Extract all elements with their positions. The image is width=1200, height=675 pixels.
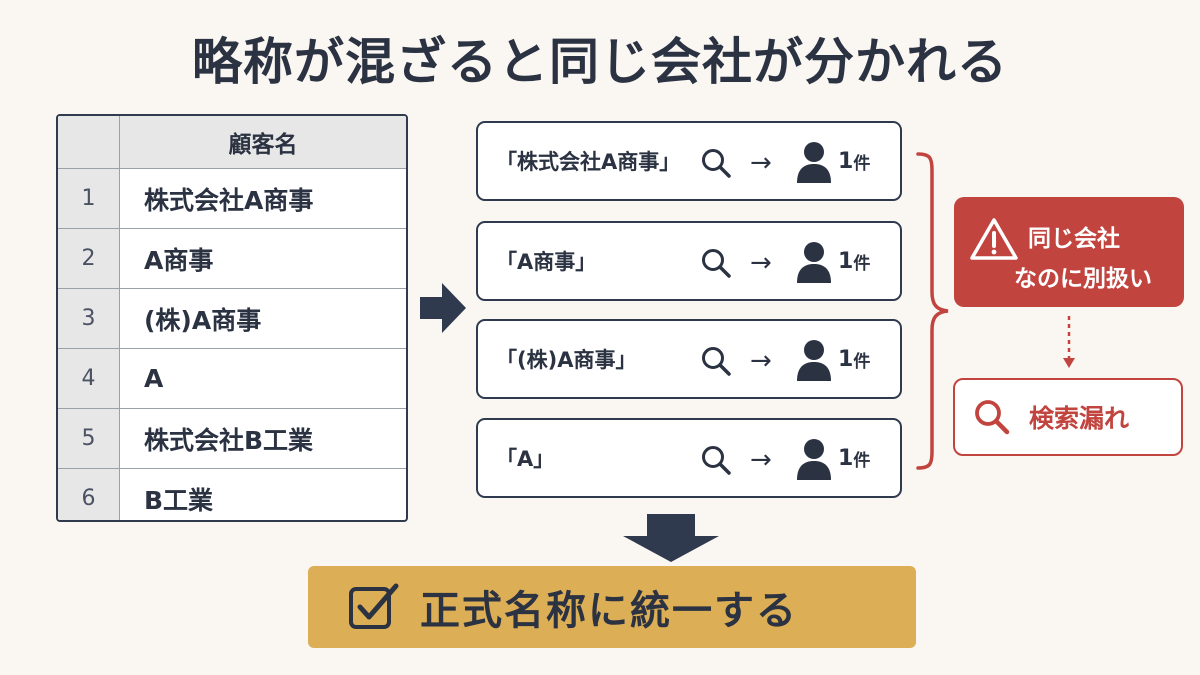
table-header-num-cell <box>58 116 120 168</box>
arrow-symbol: → <box>750 346 772 376</box>
row-customer-name: (株)A商事 <box>144 305 262 335</box>
count-unit: 件 <box>853 351 871 372</box>
count-unit: 件 <box>853 450 871 471</box>
dotted-arrow-icon <box>1063 316 1075 368</box>
row-number: 4 <box>58 349 120 408</box>
row-customer-name: 株式会社A商事 <box>144 185 314 215</box>
person-icon <box>797 142 831 183</box>
search-query: 「(株)A商事」 <box>496 348 637 372</box>
row-number: 2 <box>58 229 120 288</box>
arrow-down-icon <box>623 514 719 562</box>
arrow-symbol: → <box>750 248 772 278</box>
count-value: 1 <box>838 148 854 174</box>
search-icon <box>702 249 731 278</box>
search-icon <box>702 347 731 376</box>
person-icon <box>797 242 831 283</box>
warning-line-2: なのに別扱い <box>1014 266 1152 292</box>
person-icon <box>797 340 831 381</box>
table-row: 6 B工業 <box>58 468 406 520</box>
search-query: 「A」 <box>496 447 555 471</box>
page-title: 略称が混ざると同じ会社が分かれる <box>192 33 1008 91</box>
row-customer-name: 株式会社B工業 <box>144 425 314 455</box>
row-customer-name: B工業 <box>144 485 214 515</box>
warning-box: 同じ会社 なのに別扱い <box>954 197 1184 307</box>
warning-icon <box>970 218 1018 260</box>
count-value: 1 <box>838 445 854 471</box>
search-leak-box: 検索漏れ <box>953 378 1183 456</box>
search-icon <box>702 446 731 475</box>
row-number: 3 <box>58 289 120 348</box>
bracket <box>916 152 949 470</box>
table-header-row: 顧客名 <box>58 116 406 168</box>
action-banner: 正式名称に統一する <box>308 566 916 648</box>
count-value: 1 <box>838 248 854 274</box>
count-unit: 件 <box>853 153 871 174</box>
search-icon <box>975 400 1010 435</box>
table-row: 4 A <box>58 348 406 408</box>
row-number: 6 <box>58 469 120 520</box>
arrow-right-icon <box>420 283 466 333</box>
person-icon <box>797 439 831 480</box>
arrow-symbol: → <box>750 445 772 475</box>
search-leak-label: 検索漏れ <box>1029 404 1130 433</box>
search-icon <box>702 149 731 178</box>
row-number: 5 <box>58 409 120 468</box>
table-header-label: 顧客名 <box>228 132 298 158</box>
table-row: 2 A商事 <box>58 228 406 288</box>
count-value: 1 <box>838 346 854 372</box>
count-unit: 件 <box>853 253 871 274</box>
row-customer-name: A商事 <box>144 245 214 275</box>
table-row: 5 株式会社B工業 <box>58 408 406 468</box>
table-row: 3 (株)A商事 <box>58 288 406 348</box>
row-customer-name: A <box>144 364 164 393</box>
search-query: 「株式会社A商事」 <box>496 150 681 174</box>
checkbox-icon <box>349 583 399 629</box>
action-label: 正式名称に統一する <box>420 588 798 634</box>
table-row: 1 株式会社A商事 <box>58 168 406 228</box>
arrow-symbol: → <box>750 148 772 178</box>
search-query: 「A商事」 <box>496 250 597 274</box>
customer-table: 顧客名 1 株式会社A商事 2 A商事 3 (株)A商事 4 A 5 株式会社B… <box>56 114 408 522</box>
warning-line-1: 同じ会社 <box>1028 226 1120 252</box>
row-number: 1 <box>58 169 120 228</box>
